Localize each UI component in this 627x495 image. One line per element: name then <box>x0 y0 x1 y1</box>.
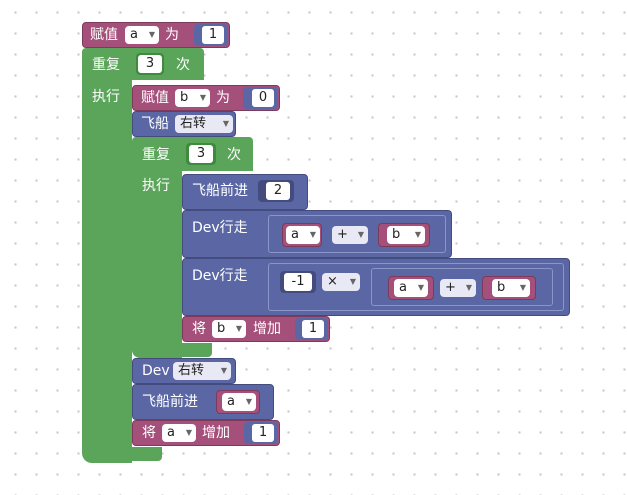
dev-walk-1-op: + <box>337 227 348 242</box>
chevron-down-icon: ▼ <box>519 283 526 292</box>
dev-walk-2-b-var: b <box>497 280 506 295</box>
set-a-label: 赋值 <box>90 27 118 43</box>
ship-forward-1-value[interactable]: 2 <box>266 182 290 200</box>
change-b-var: b <box>217 321 226 336</box>
change-b-increase-label: 增加 <box>253 321 281 337</box>
dev-walk-2-expression[interactable] <box>268 263 564 311</box>
dev-walk-1-label: Dev行走 <box>192 220 248 236</box>
set-a-to-label: 为 <box>165 27 179 43</box>
repeat-inner-label: 重复 <box>142 147 170 163</box>
dev-walk-2-a-var: a <box>399 280 407 295</box>
repeat-inner-do-label: 执行 <box>142 178 170 194</box>
set-b-value[interactable]: 0 <box>252 89 274 107</box>
ship-turn-dropdown[interactable]: 右转 ▼ <box>175 115 233 133</box>
change-a-value-socket: 1 <box>244 422 278 444</box>
change-b-label: 将 <box>192 321 206 337</box>
repeat-outer-label: 重复 <box>92 57 120 73</box>
ship-turn-direction: 右转 <box>180 116 207 131</box>
repeat-inner-footer <box>132 343 212 357</box>
change-b-dropdown[interactable]: b▼ <box>212 320 246 338</box>
dev-walk-2-factor[interactable]: -1 <box>284 273 312 291</box>
chevron-down-icon: ▼ <box>309 230 316 239</box>
repeat-outer-times-label: 次 <box>176 57 190 73</box>
chevron-down-icon: ▼ <box>414 230 421 239</box>
dev-walk-2-a-dropdown[interactable]: a▼ <box>394 279 428 297</box>
chevron-down-icon: ▼ <box>465 283 472 292</box>
change-b-value[interactable]: 1 <box>302 320 324 338</box>
chevron-down-icon: ▼ <box>148 30 155 39</box>
chevron-down-icon: ▼ <box>245 397 252 406</box>
set-a-var-dropdown[interactable]: a▼ <box>125 26 159 44</box>
chevron-down-icon: ▼ <box>220 366 227 375</box>
set-a-value[interactable]: 1 <box>202 26 224 44</box>
chevron-down-icon: ▼ <box>185 428 192 437</box>
ship-forward-1-socket: 2 <box>258 180 294 202</box>
set-a-value-socket: 1 <box>194 24 228 46</box>
dev-walk-1-a-dropdown[interactable]: a▼ <box>286 226 320 244</box>
chevron-down-icon: ▼ <box>222 119 229 128</box>
change-a-increase-label: 增加 <box>202 425 230 441</box>
set-b-to-label: 为 <box>216 90 230 106</box>
chevron-down-icon: ▼ <box>235 324 242 333</box>
dev-turn-direction: 右转 <box>178 363 205 378</box>
dev-walk-2-op: × <box>327 274 338 289</box>
ship-forward-2-var: a <box>227 394 235 409</box>
change-a-var: a <box>167 425 175 440</box>
dev-walk-1-op-dropdown[interactable]: +▼ <box>332 226 368 244</box>
dev-walk-2-op2: + <box>445 280 456 295</box>
dev-walk-1-b-var: b <box>392 227 401 242</box>
set-a-var: a <box>130 27 138 42</box>
repeat-outer-count-socket: 3 <box>136 53 164 75</box>
repeat-inner-spine <box>132 170 182 358</box>
change-b-value-socket: 1 <box>295 318 328 340</box>
dev-walk-1-expression[interactable] <box>268 215 446 253</box>
ship-forward-2-label: 飞船前进 <box>142 394 198 410</box>
dev-walk-2-b-dropdown[interactable]: b▼ <box>492 279 530 297</box>
dev-turn-dropdown[interactable]: 右转 ▼ <box>173 362 231 380</box>
set-b-var: b <box>180 90 189 105</box>
ship-forward-2-a-dropdown[interactable]: a▼ <box>222 393 256 411</box>
dev-walk-2-factor-socket: -1 <box>280 271 316 293</box>
change-a-value[interactable]: 1 <box>252 424 274 442</box>
repeat-outer-count[interactable]: 3 <box>138 55 162 73</box>
chevron-down-icon: ▼ <box>199 93 206 102</box>
dev-walk-2-label: Dev行走 <box>192 268 248 284</box>
repeat-inner-count[interactable]: 3 <box>189 145 213 163</box>
set-b-label: 赋值 <box>141 90 169 106</box>
chevron-down-icon: ▼ <box>349 277 356 286</box>
repeat-inner-times-label: 次 <box>227 147 241 163</box>
dev-walk-1-b-dropdown[interactable]: b▼ <box>387 226 425 244</box>
dev-turn-label: Dev <box>142 363 170 379</box>
change-a-dropdown[interactable]: a▼ <box>162 424 196 442</box>
dev-walk-2-sum-expression[interactable] <box>371 268 553 306</box>
chevron-down-icon: ▼ <box>417 283 424 292</box>
ship-turn-label: 飞船 <box>141 116 169 132</box>
change-a-label: 将 <box>142 425 156 441</box>
set-b-value-socket: 0 <box>243 87 278 109</box>
repeat-inner-count-socket: 3 <box>186 143 216 165</box>
ship-forward-1-label: 飞船前进 <box>192 183 248 199</box>
dev-walk-2-op2-dropdown[interactable]: +▼ <box>440 279 476 297</box>
repeat-outer-footer <box>82 447 162 461</box>
dev-walk-2-op-dropdown[interactable]: ×▼ <box>322 273 360 291</box>
chevron-down-icon: ▼ <box>357 230 364 239</box>
repeat-outer-do-label: 执行 <box>92 89 120 105</box>
repeat-outer-spine <box>82 78 132 463</box>
dev-walk-1-a-var: a <box>291 227 299 242</box>
set-b-var-dropdown[interactable]: b▼ <box>175 89 210 107</box>
